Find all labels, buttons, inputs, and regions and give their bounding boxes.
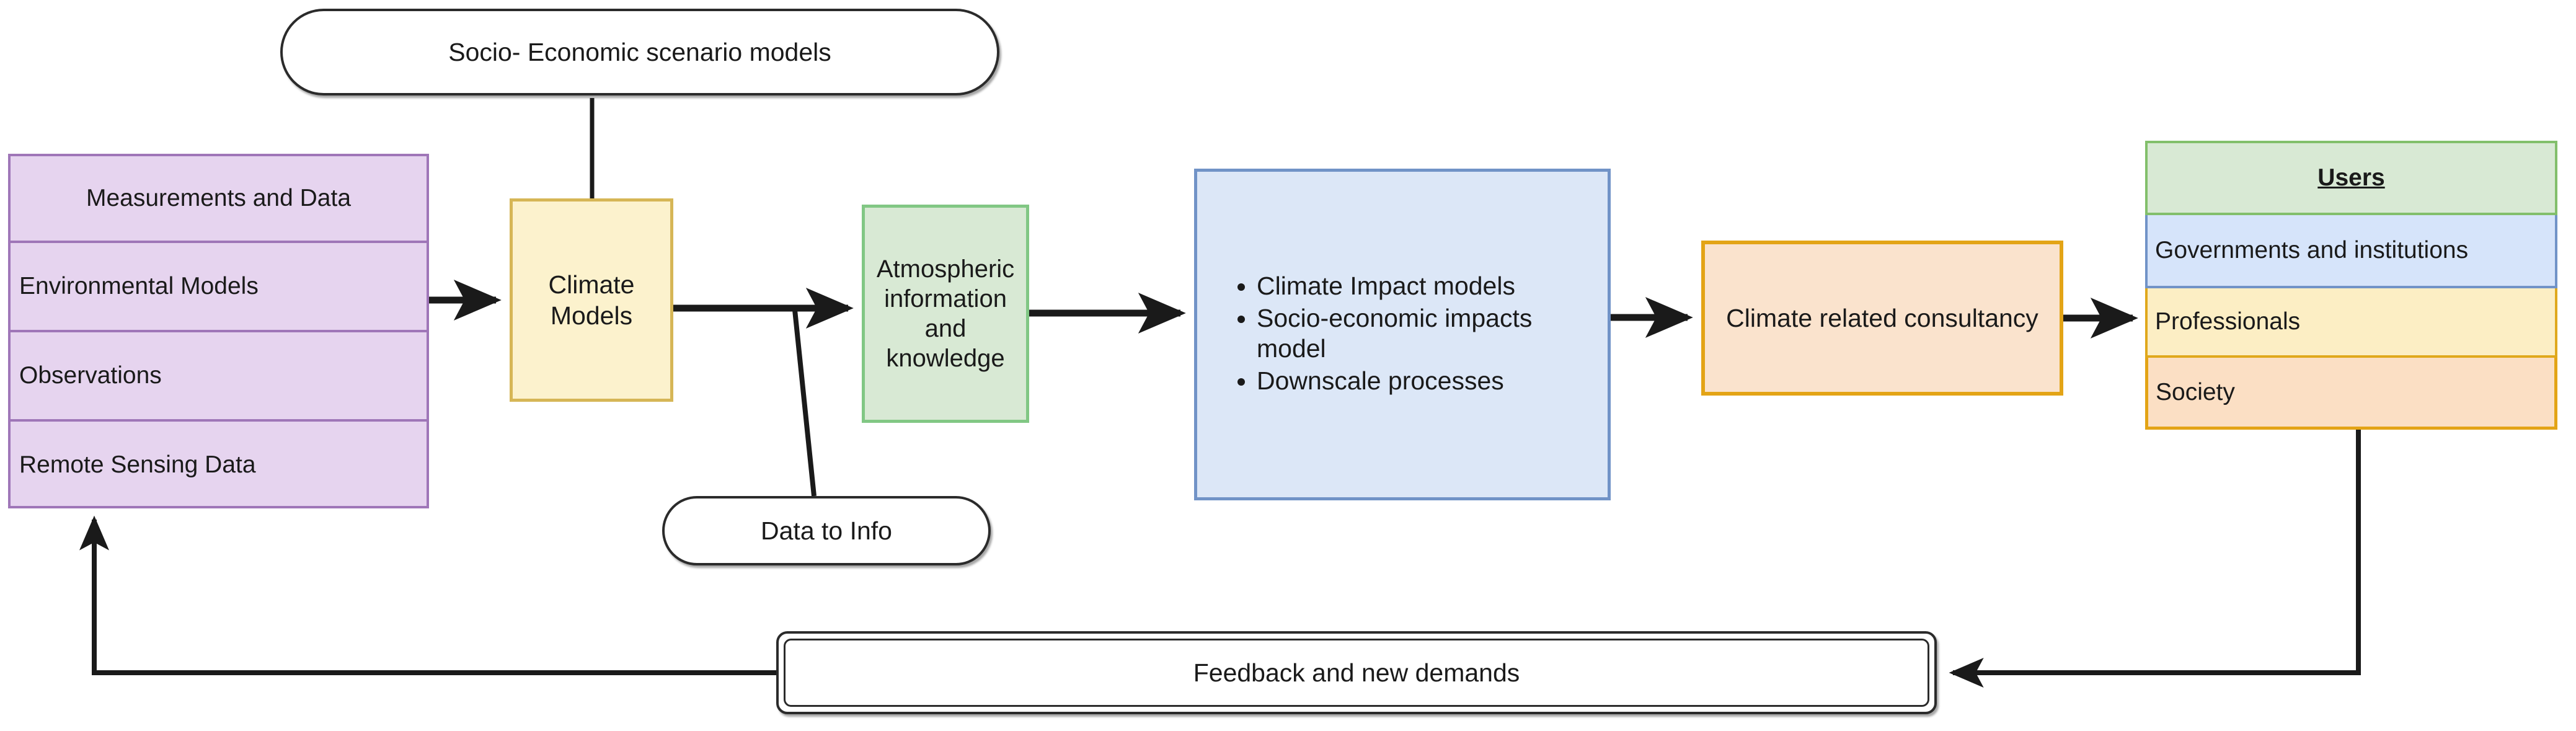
users-row-label: Society bbox=[2156, 378, 2235, 405]
list-item: Climate Impact models bbox=[1257, 271, 1608, 301]
users-row-society[interactable]: Society bbox=[2145, 358, 2557, 430]
feedback-inner-border: Feedback and new demands bbox=[784, 639, 1929, 707]
climate-models-box[interactable]: Climate Models bbox=[510, 198, 673, 402]
users-row-label: Professionals bbox=[2155, 308, 2301, 335]
impact-models-list: Climate Impact models Socio-economic imp… bbox=[1197, 271, 1608, 399]
measurements-row-environmental-models[interactable]: Environmental Models bbox=[11, 243, 427, 332]
measurements-row-remote-sensing-data[interactable]: Remote Sensing Data bbox=[11, 422, 427, 508]
edge-data-to-info-link bbox=[792, 309, 817, 497]
measurements-row-observations[interactable]: Observations bbox=[11, 332, 427, 422]
users-header-label: Users bbox=[2317, 164, 2385, 192]
feedback-and-new-demands-box[interactable]: Feedback and new demands bbox=[776, 631, 1937, 714]
atmospheric-information-box[interactable]: Atmospheric information and knowledge bbox=[862, 205, 1029, 423]
measurements-row-label: Remote Sensing Data bbox=[19, 451, 256, 479]
atmospheric-information-label: Atmospheric information and knowledge bbox=[876, 255, 1015, 372]
socio-economic-scenario-models-pill[interactable]: Socio- Economic scenario models bbox=[280, 9, 999, 95]
measurements-row-label: Observations bbox=[19, 362, 162, 389]
feedback-label: Feedback and new demands bbox=[1193, 658, 1520, 687]
measurements-row-label: Environmental Models bbox=[19, 273, 259, 300]
users-row-professionals[interactable]: Professionals bbox=[2145, 288, 2557, 358]
measurements-and-data-group[interactable]: Measurements and Data Environmental Mode… bbox=[8, 154, 429, 508]
socio-economic-label: Socio- Economic scenario models bbox=[448, 37, 831, 66]
measurements-header: Measurements and Data bbox=[11, 156, 427, 243]
users-row-label: Governments and institutions bbox=[2155, 237, 2469, 264]
list-item: Socio-economic impacts model bbox=[1257, 303, 1608, 363]
data-to-info-label: Data to Info bbox=[761, 516, 892, 545]
impact-models-box[interactable]: Climate Impact models Socio-economic imp… bbox=[1194, 169, 1611, 500]
climate-related-consultancy-label: Climate related consultancy bbox=[1726, 303, 2038, 332]
climate-related-consultancy-box[interactable]: Climate related consultancy bbox=[1701, 241, 2063, 396]
users-group[interactable]: Users Governments and institutions Profe… bbox=[2145, 141, 2557, 430]
data-to-info-pill[interactable]: Data to Info bbox=[662, 496, 991, 565]
users-row-governments-and-institutions[interactable]: Governments and institutions bbox=[2145, 215, 2557, 288]
edge-users-to-feedback bbox=[1949, 430, 2361, 688]
measurements-header-label: Measurements and Data bbox=[86, 185, 352, 212]
users-header: Users bbox=[2145, 141, 2557, 215]
list-item: Downscale processes bbox=[1257, 366, 1608, 396]
climate-models-label: Climate Models bbox=[548, 270, 635, 330]
